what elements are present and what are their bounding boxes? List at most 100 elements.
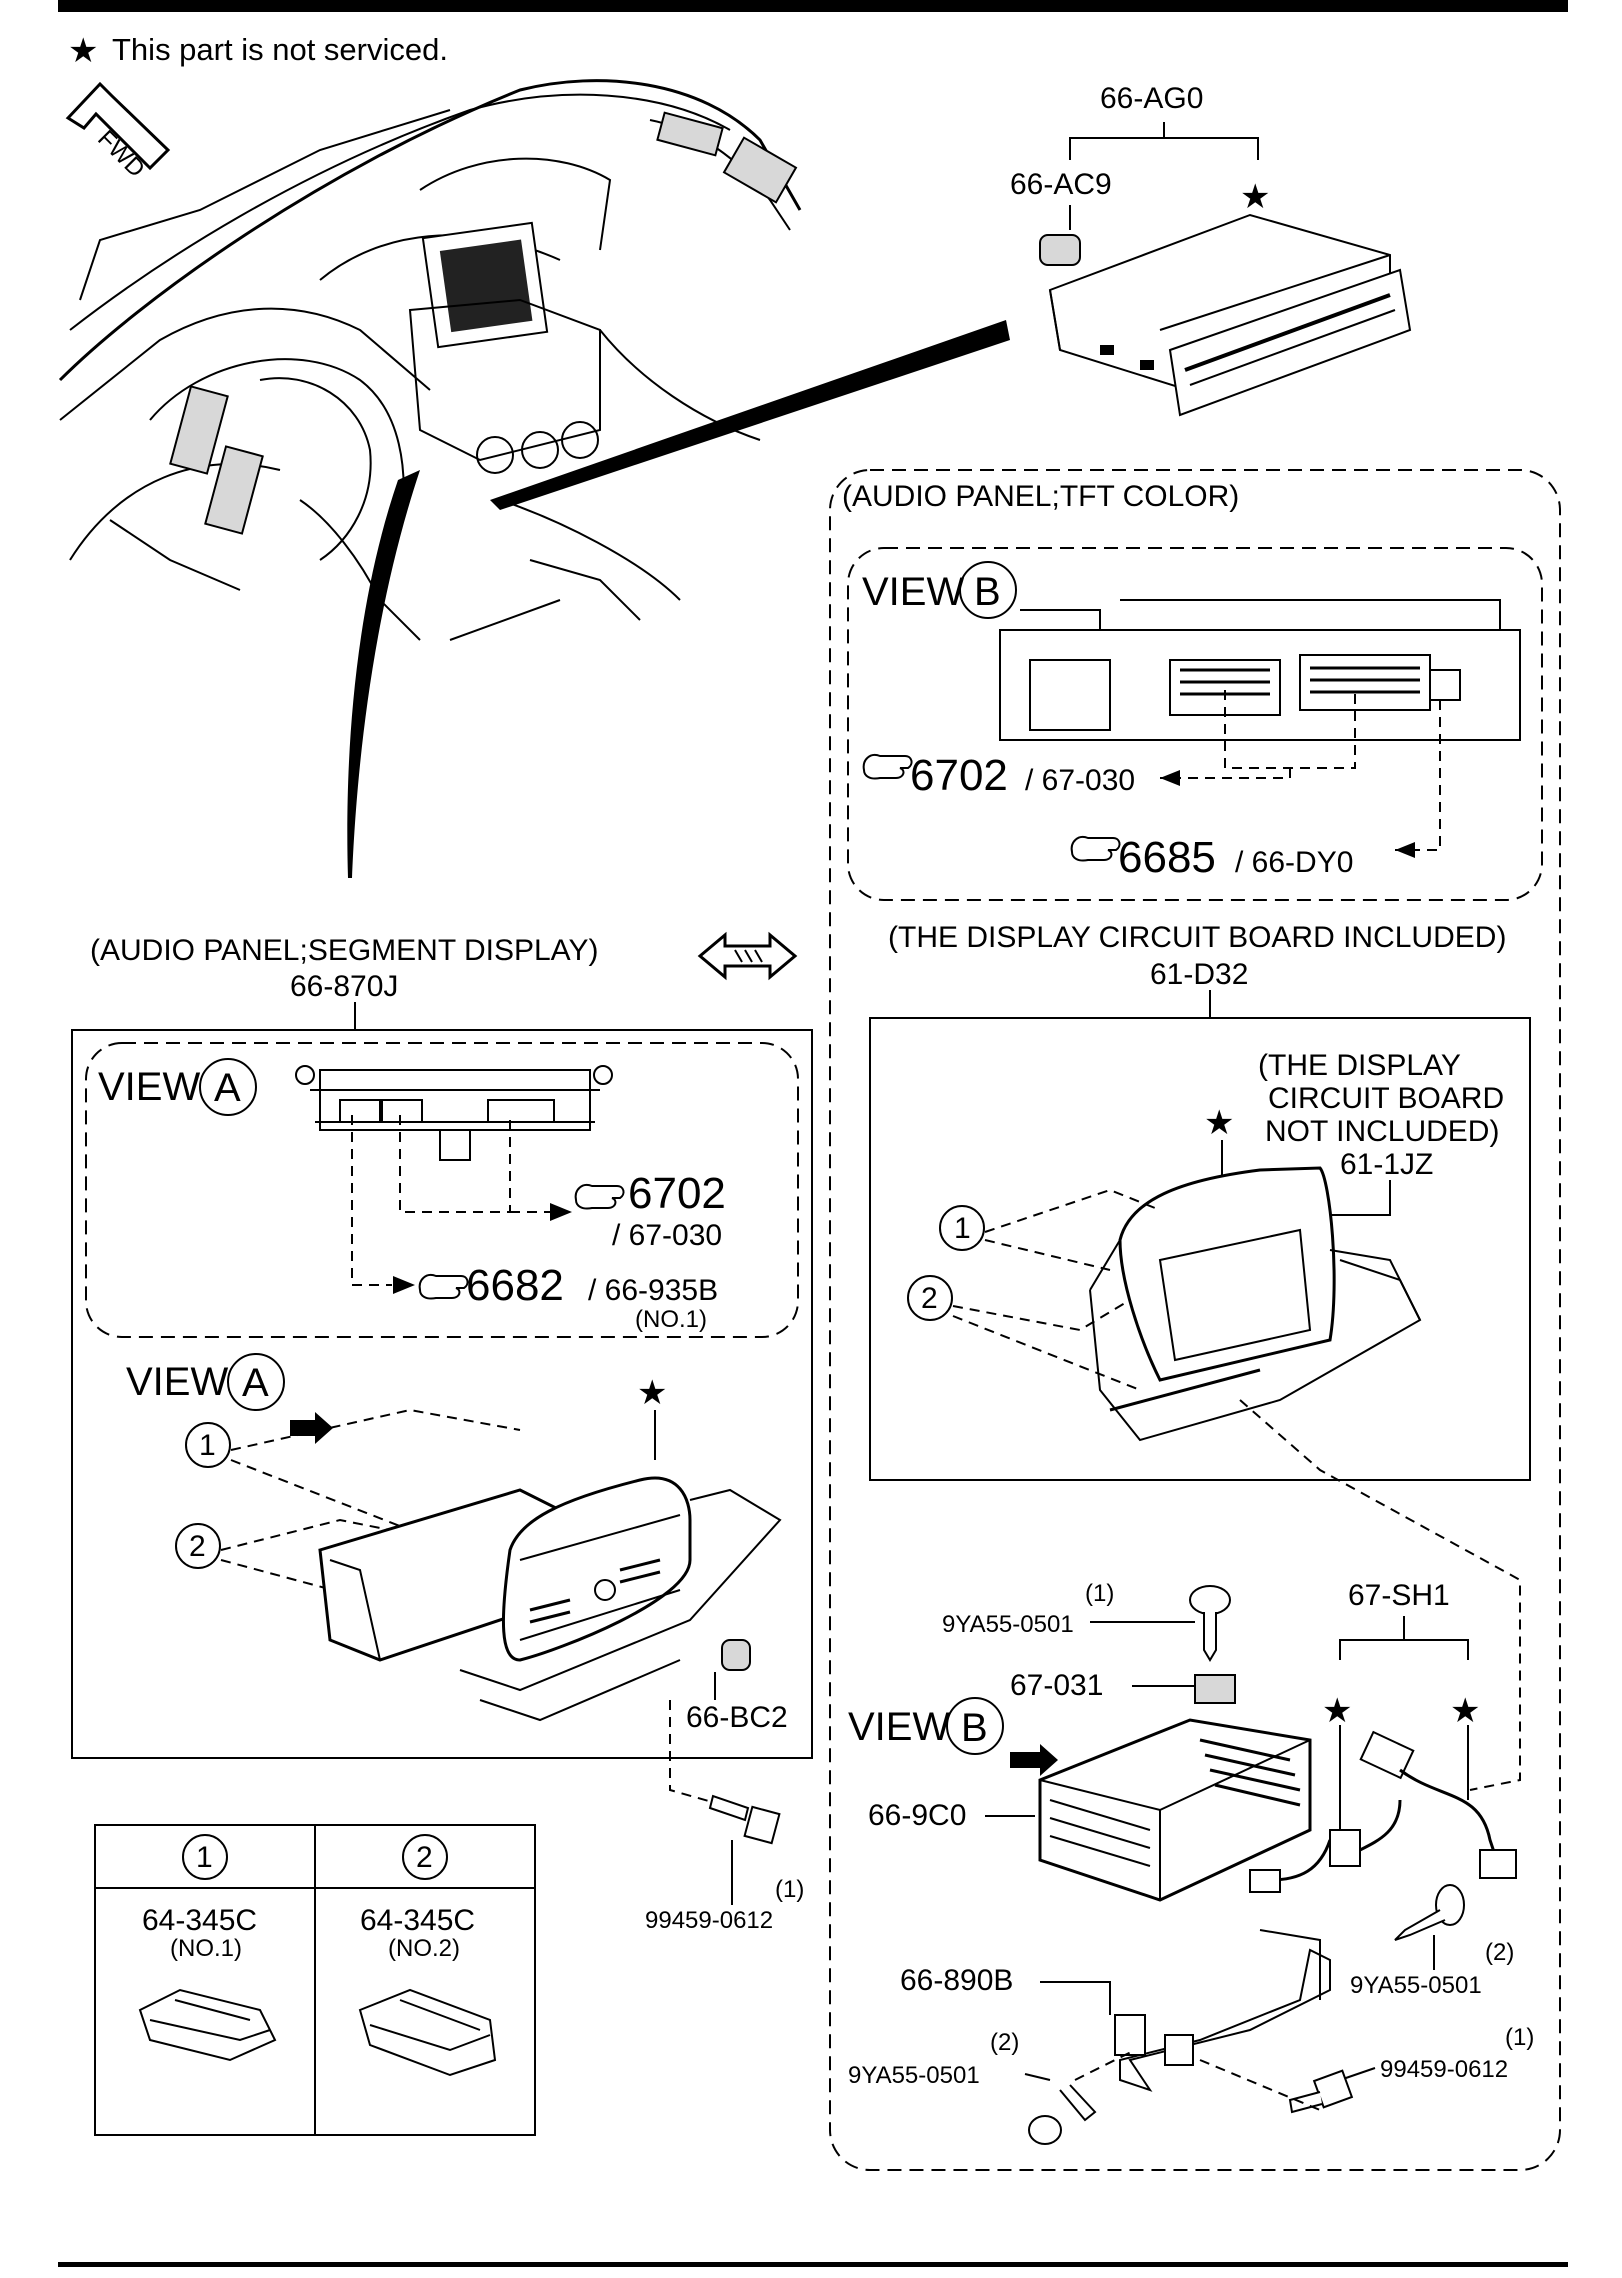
amp-illustration	[1038, 1718, 1312, 1902]
clip-no1-illustration	[138, 1988, 277, 2062]
circle-1	[939, 1205, 985, 1251]
view-a-box	[85, 1042, 799, 1338]
knob-66-ac9	[1039, 234, 1081, 266]
segment-unit-illustration	[318, 1476, 782, 1722]
view-a-unit-rear	[295, 1065, 613, 1161]
clip-table: 1 2 64-345C (NO.1) 64-345C (NO.2)	[94, 1824, 536, 2136]
not-included-part: 61-1JZ	[1340, 1148, 1433, 1181]
bolt-illustration	[708, 1794, 781, 1845]
clip-67-031	[1194, 1674, 1236, 1704]
amp-screw-top-part: 9YA55-0501	[942, 1611, 1074, 1638]
reference-hand-icon	[574, 1184, 625, 1210]
clip-col2-note: (NO.2)	[388, 1935, 460, 1962]
amp-bracket-part: 66-890B	[900, 1964, 1013, 1997]
segment-bolt-part: 99459-0612	[645, 1907, 773, 1934]
reference-hand-icon	[1070, 836, 1121, 862]
segment-ref2-part: / 66-935B	[588, 1274, 718, 1307]
amp-screw-left-part: 9YA55-0501	[848, 2062, 980, 2089]
amp-clip-part: 67-031	[1010, 1669, 1103, 1702]
not-serviced-note: ★ This part is not serviced.	[68, 32, 448, 70]
tft-outer-box	[829, 469, 1561, 2171]
display-header: (THE DISPLAY CIRCUIT BOARD INCLUDED)	[888, 921, 1506, 954]
star-icon: ★	[637, 1374, 667, 1412]
note-text: This part is not serviced.	[112, 32, 448, 67]
amp-screw-left-qty: (2)	[990, 2029, 1019, 2056]
display-part: 61-D32	[1150, 958, 1248, 991]
amp-screw-right-qty: (2)	[1485, 1939, 1514, 1966]
amp-bolt-right-part: 99459-0612	[1380, 2056, 1508, 2083]
view-a-circle-2	[227, 1353, 285, 1411]
view-a-circle	[199, 1058, 257, 1116]
star-icon: ★	[1450, 1692, 1480, 1730]
view-b-letter: B	[974, 570, 1001, 614]
clip-no2-illustration	[358, 1988, 497, 2077]
clip-col1-part: 64-345C	[142, 1904, 257, 1937]
circle-2	[907, 1275, 953, 1321]
star-icon: ★	[1204, 1104, 1234, 1142]
screw-head	[1189, 1585, 1231, 1615]
segment-bolt-qty: (1)	[775, 1876, 804, 1903]
top-unit-group: 66-AG0 66-AC9 ★	[1010, 82, 1412, 417]
segment-circle-2-label: 2	[189, 1530, 206, 1563]
clip-table-head-1	[182, 1834, 228, 1880]
view-b-unit-rear	[999, 599, 1521, 741]
circle-2-label: 2	[921, 1282, 938, 1315]
segment-circle-2	[175, 1523, 221, 1569]
knob-66-bc2	[721, 1639, 751, 1671]
top-unit-part: 66-AG0	[1100, 82, 1203, 115]
reference-hand-icon	[862, 754, 913, 780]
tft-ref1-part: / 67-030	[1025, 764, 1135, 797]
amp-harness-part: 67-SH1	[1348, 1579, 1450, 1612]
top-border	[58, 0, 1568, 12]
bottom-border	[58, 2262, 1568, 2267]
view-a-letter-2: A	[242, 1361, 269, 1405]
harness-illustration	[1249, 1730, 1517, 1893]
segment-part: 66-870J	[290, 970, 398, 1003]
star-icon: ★	[1240, 178, 1270, 216]
segment-outer-box	[71, 1029, 813, 1759]
clip-col1-note: (NO.1)	[170, 1935, 242, 1962]
amp-screw-top-qty: (1)	[1085, 1580, 1114, 1607]
display-illustration	[1089, 1166, 1422, 1442]
view-a-letter: A	[214, 1066, 241, 1110]
amp-view-b-letter: B	[961, 1706, 988, 1750]
amp-bolt-right-qty: (1)	[1505, 2024, 1534, 2051]
amp-part: 66-9C0	[868, 1799, 966, 1832]
segment-knob-part: 66-BC2	[686, 1701, 788, 1734]
amp-group: (1) 9YA55-0501 67-031 VIEW B 66-9C0 67-S…	[848, 1579, 1534, 2145]
dashboard-illustration	[58, 79, 1010, 878]
clip-table-head-2-label: 2	[416, 1841, 433, 1874]
clip-table-head-2	[402, 1834, 448, 1880]
tft-ref2-code: 6685	[1118, 833, 1216, 882]
circle-1-label: 1	[954, 1212, 971, 1245]
screw-head	[1435, 1884, 1465, 1926]
double-arrow-icon	[697, 931, 798, 981]
segment-ref1-part: / 67-030	[612, 1219, 722, 1252]
star-icon: ★	[1322, 1692, 1352, 1730]
reference-hand-icon	[418, 1274, 469, 1300]
amp-view-b-label: VIEW	[848, 1705, 950, 1749]
not-included-line-1: (THE DISPLAY	[1258, 1049, 1461, 1082]
view-b-circle	[959, 561, 1017, 619]
tft-ref2-part: / 66-DY0	[1235, 846, 1353, 879]
top-unit-knob-part: 66-AC9	[1010, 168, 1112, 201]
view-b-label: VIEW	[862, 570, 964, 614]
not-included-line-2: CIRCUIT BOARD	[1268, 1082, 1504, 1115]
amp-view-b-circle	[946, 1697, 1004, 1755]
view-a-label-2: VIEW	[126, 1360, 228, 1404]
not-included-line-3: NOT INCLUDED)	[1265, 1115, 1499, 1148]
display-box	[869, 1017, 1531, 1481]
screw-illustration	[1028, 2084, 1097, 2145]
segment-circle-1-label: 1	[199, 1429, 216, 1462]
view-b-box	[847, 547, 1543, 901]
fwd-arrow-icon: FWD	[65, 81, 171, 183]
clip-col2-part: 64-345C	[360, 1904, 475, 1937]
amp-screw-right-part: 9YA55-0501	[1350, 1972, 1482, 1999]
bracket-illustration	[1114, 1929, 1331, 2092]
segment-circle-1	[185, 1422, 231, 1468]
segment-panel-group: (AUDIO PANEL;SEGMENT DISPLAY) 66-870J VI…	[71, 934, 813, 1934]
bolt-illustration	[1288, 2069, 1354, 2114]
tft-header: (AUDIO PANEL;TFT COLOR)	[842, 480, 1239, 513]
segment-ref2-note: (NO.1)	[635, 1306, 707, 1333]
